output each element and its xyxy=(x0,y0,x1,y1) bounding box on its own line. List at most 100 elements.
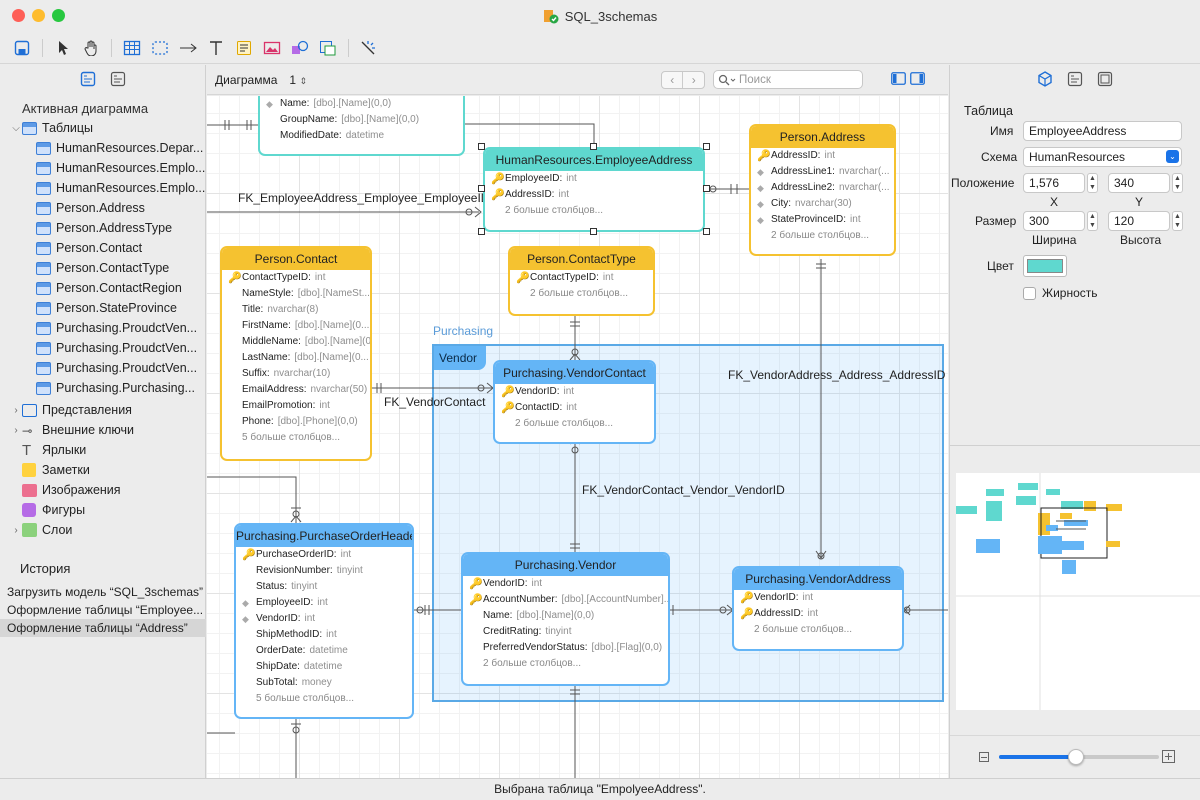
more-columns[interactable]: 5 больше столбцов... xyxy=(256,693,355,704)
table-column-row[interactable]: 🔑EmployeeID:int xyxy=(485,171,703,187)
table-purchasing-vendoraddress[interactable]: Purchasing.VendorAddress 🔑VendorID:int🔑A… xyxy=(732,566,904,651)
table-column-row[interactable]: 🔑ContactTypeID:int xyxy=(510,270,653,286)
position-x-input[interactable]: 1,576 xyxy=(1023,173,1085,193)
diagram-canvas[interactable]: Vendor Purchasing FK_EmployeeAddress_Emp… xyxy=(207,96,948,778)
chevron-right-icon[interactable]: › xyxy=(14,524,18,536)
chevron-right-icon[interactable]: › xyxy=(14,424,18,436)
table-column-row[interactable]: 🔑AddressID:int xyxy=(751,148,894,164)
zoom-window-button[interactable] xyxy=(52,9,65,22)
table-column-row[interactable]: 🔑ContactTypeID:int xyxy=(222,270,370,286)
fk-label[interactable]: FK_VendorContact_Vendor_VendorID xyxy=(582,483,785,497)
tree-item-table[interactable]: Person.Address xyxy=(0,198,205,218)
history-item[interactable]: Оформление таблицы “Employee... xyxy=(7,603,204,617)
position-y-stepper[interactable]: ▲▼ xyxy=(1172,173,1183,193)
tree-item-table[interactable]: Person.AddressType xyxy=(0,218,205,238)
save-icon[interactable] xyxy=(11,37,33,59)
tree-node-layers[interactable]: ›Слои xyxy=(0,520,205,540)
table-column-row[interactable]: GroupName:[dbo].[Name](0,0) xyxy=(260,112,463,128)
tree-node-notes[interactable]: Заметки xyxy=(0,460,205,480)
tree-item-table[interactable]: Purchasing.ProudctVen... xyxy=(0,338,205,358)
width-stepper[interactable]: ▲▼ xyxy=(1087,211,1098,231)
table-column-row[interactable]: Title:nvarchar(8) xyxy=(222,302,370,318)
tree-item-table[interactable]: Person.StateProvince xyxy=(0,298,205,318)
table-column-row[interactable]: ShipDate:datetime xyxy=(236,659,412,675)
table-column-row[interactable]: CreditRating:tinyint xyxy=(463,624,668,640)
forward-button[interactable]: › xyxy=(691,72,696,87)
history-item-selected[interactable]: Оформление таблицы “Address” xyxy=(0,619,206,637)
tree-node-views[interactable]: ›Представления xyxy=(0,400,205,420)
table-humanresources-department[interactable]: ◆Name:[dbo].[Name](0,0)GroupName:[dbo].[… xyxy=(258,96,465,156)
table-column-row[interactable]: Name:[dbo].[Name](0,0) xyxy=(463,608,668,624)
more-columns[interactable]: 2 больше столбцов... xyxy=(754,624,853,635)
table-column-row[interactable]: FirstName:[dbo].[Name](0... xyxy=(222,318,370,334)
image-tool-icon[interactable] xyxy=(261,37,283,59)
table-column-row[interactable]: EmailAddress:nvarchar(50) xyxy=(222,382,370,398)
table-column-row[interactable]: 🔑AddressID:int xyxy=(734,606,902,622)
pointer-icon[interactable] xyxy=(52,37,74,59)
table-column-row[interactable]: Phone:[dbo].[Phone](0,0) xyxy=(222,414,370,430)
zoom-out-icon[interactable] xyxy=(979,752,989,762)
table-person-address[interactable]: Person.Address 🔑AddressID:int◆AddressLin… xyxy=(749,124,896,256)
table-column-row[interactable]: NameStyle:[dbo].[NameSt... xyxy=(222,286,370,302)
table-column-row[interactable]: ◆StateProvinceID:int xyxy=(751,212,894,228)
tree-node-fks[interactable]: ›⊸Внешние ключи xyxy=(0,420,205,440)
tree-item-table[interactable]: HumanResources.Emplo... xyxy=(0,158,205,178)
schema-select[interactable]: HumanResources ⌄ xyxy=(1023,147,1182,167)
tree-node-shapes[interactable]: Фигуры xyxy=(0,500,205,520)
chevron-down-icon[interactable]: ⌵ xyxy=(12,122,20,134)
table-column-row[interactable]: ◆EmployeeID:int xyxy=(236,595,412,611)
table-purchasing-vendorcontact[interactable]: Purchasing.VendorContact 🔑VendorID:int🔑C… xyxy=(493,360,656,444)
minimap[interactable] xyxy=(956,473,1200,710)
table-column-row[interactable]: ModifiedDate:datetime xyxy=(260,128,463,144)
model-tab-icon[interactable] xyxy=(110,71,126,90)
table-column-row[interactable]: LastName:[dbo].[Name](0... xyxy=(222,350,370,366)
fk-label[interactable]: FK_VendorContact xyxy=(384,395,486,409)
table-column-row[interactable]: ◆AddressLine2:nvarchar(... xyxy=(751,180,894,196)
fk-label[interactable]: FK_VendorAddress_Address_AddressID xyxy=(728,368,946,382)
history-item[interactable]: Загрузить модель “SQL_3schemas” xyxy=(7,585,204,599)
table-column-row[interactable]: 🔑ContactID:int xyxy=(495,400,654,416)
back-button[interactable]: ‹ xyxy=(662,71,684,88)
tree-item-table[interactable]: Person.ContactRegion xyxy=(0,278,205,298)
minimize-window-button[interactable] xyxy=(32,9,45,22)
table-column-row[interactable]: 🔑VendorID:int xyxy=(463,576,668,592)
more-columns[interactable]: 2 больше столбцов... xyxy=(515,418,614,429)
table-column-row[interactable]: ◆City:nvarchar(30) xyxy=(751,196,894,212)
chevron-right-icon[interactable]: › xyxy=(14,404,18,416)
tree-item-table[interactable]: Purchasing.ProudctVen... xyxy=(0,358,205,378)
more-columns[interactable]: 5 больше столбцов... xyxy=(242,432,341,443)
table-purchasing-vendor[interactable]: Purchasing.Vendor 🔑VendorID:int🔑AccountN… xyxy=(461,552,670,686)
tree-item-table[interactable]: HumanResources.Depar... xyxy=(0,138,205,158)
diagram-selector[interactable]: 1 ⇕ xyxy=(289,73,307,87)
table-column-row[interactable]: 🔑VendorID:int xyxy=(734,590,902,606)
position-x-stepper[interactable]: ▲▼ xyxy=(1087,173,1098,193)
close-window-button[interactable] xyxy=(12,9,25,22)
note-tool-icon[interactable] xyxy=(233,37,255,59)
more-columns[interactable]: 2 больше столбцов... xyxy=(530,288,629,299)
table-column-row[interactable]: SubTotal:money xyxy=(236,675,412,691)
table-column-row[interactable]: EmailPromotion:int xyxy=(222,398,370,414)
hand-icon[interactable] xyxy=(80,37,102,59)
diagram-tab-icon[interactable] xyxy=(80,71,96,90)
layer-tool-icon[interactable] xyxy=(317,37,339,59)
height-stepper[interactable]: ▲▼ xyxy=(1172,211,1183,231)
info-tab-icon[interactable] xyxy=(1067,71,1083,90)
tree-item-table[interactable]: Person.Contact xyxy=(0,238,205,258)
table-column-row[interactable]: RevisionNumber:tinyint xyxy=(236,563,412,579)
view-tool-icon[interactable] xyxy=(149,37,171,59)
table-column-row[interactable]: 🔑AddressID:int xyxy=(485,187,703,203)
height-input[interactable]: 120 xyxy=(1108,211,1170,231)
table-tool-icon[interactable] xyxy=(121,37,143,59)
bold-checkbox[interactable] xyxy=(1023,287,1036,300)
more-columns[interactable]: 2 больше столбцов... xyxy=(771,230,870,241)
table-column-row[interactable]: Status:tinyint xyxy=(236,579,412,595)
table-column-row[interactable]: ShipMethodID:int xyxy=(236,627,412,643)
table-column-row[interactable]: 🔑AccountNumber:[dbo].[AccountNumber]... xyxy=(463,592,668,608)
color-well[interactable] xyxy=(1023,255,1067,277)
name-input[interactable]: EmployeeAddress xyxy=(1023,121,1182,141)
table-column-row[interactable]: MiddleName:[dbo].[Name](0... xyxy=(222,334,370,350)
relation-tool-icon[interactable] xyxy=(177,37,199,59)
